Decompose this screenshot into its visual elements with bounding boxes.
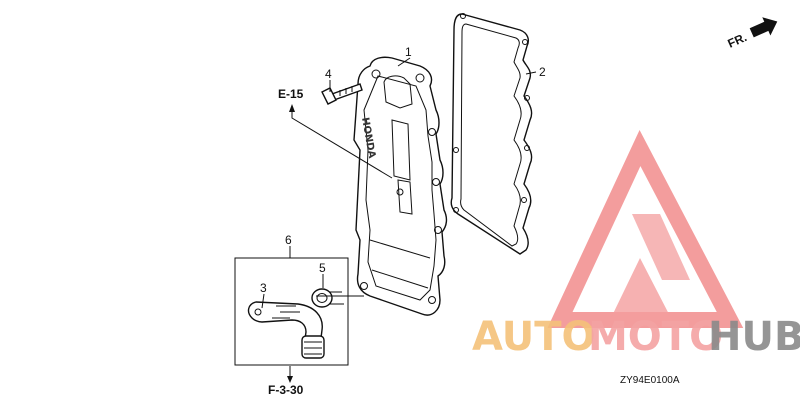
part-number-6: 6 [285, 233, 292, 247]
diagram-code: ZY94E0100A [620, 375, 680, 386]
gasket-drawing [450, 13, 533, 255]
part-number-4: 4 [325, 67, 332, 81]
tube-group-box [234, 257, 349, 366]
tube-clip-drawing [311, 288, 344, 308]
front-indicator: FR. [726, 17, 778, 51]
head-cover-drawing: HONDA [353, 56, 448, 316]
watermark-text: AUTO MOTO HUB [472, 314, 800, 360]
part-number-5: 5 [319, 261, 326, 275]
leader-lines [261, 57, 537, 383]
part-number-1: 1 [405, 45, 412, 59]
watermark-text-auto: AUTO [472, 314, 596, 360]
reference-f330: F-3-30 [268, 383, 304, 397]
breather-tube-drawing [247, 301, 325, 359]
watermark-text-hub: HUB [708, 314, 800, 360]
watermark-text-moto: MOTO [588, 314, 723, 360]
watermark-logo [547, 129, 744, 328]
bolt-drawing [321, 83, 363, 105]
front-indicator-label: FR. [726, 30, 749, 51]
part-number-3: 3 [260, 281, 267, 295]
reference-e15: E-15 [278, 87, 304, 101]
front-arrow-icon [749, 17, 778, 38]
part-number-2: 2 [539, 65, 546, 79]
